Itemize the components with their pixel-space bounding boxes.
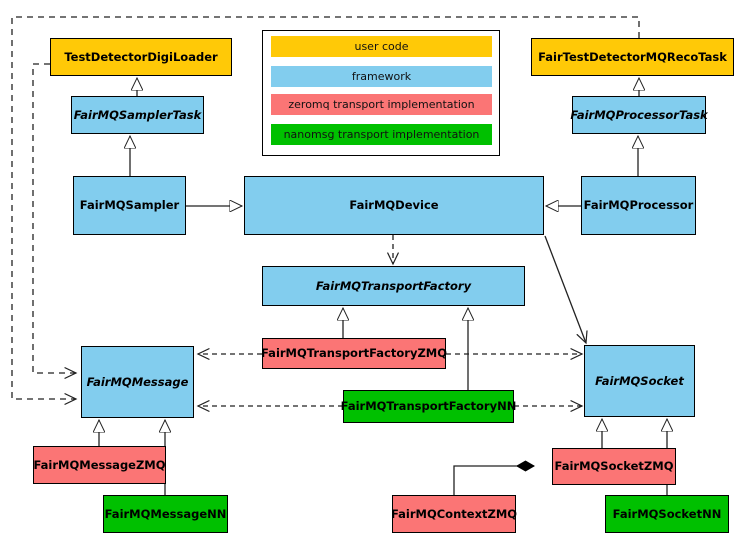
class-box-label: FairMQMessageZMQ xyxy=(33,457,166,472)
class-box-label: FairMQMessage xyxy=(86,374,189,389)
edge-device-socket xyxy=(544,235,586,343)
legend-item-zeromq: zeromq transport implementation xyxy=(271,94,492,115)
class-box-testdetectordigiloader[interactable]: TestDetectorDigiLoader xyxy=(50,38,232,76)
class-box-label: FairMQSocketNN xyxy=(612,506,722,521)
class-box-fairmqtransportfactoryzmq[interactable]: FairMQTransportFactoryZMQ xyxy=(261,338,448,369)
class-box-label: FairMQSamplerTask xyxy=(73,107,202,122)
class-box-fairmqtransportfactorynn[interactable]: FairMQTransportFactoryNN xyxy=(340,390,517,423)
legend-item-framework: framework xyxy=(271,66,492,87)
class-box-fairmqsocketnn[interactable]: FairMQSocketNN xyxy=(605,495,729,533)
class-box-label: FairMQSampler xyxy=(79,198,180,213)
class-box-fairmqtransportfactory[interactable]: FairMQTransportFactory xyxy=(262,266,525,306)
class-box-label: FairMQContextZMQ xyxy=(390,506,518,521)
edge-digiloader-message xyxy=(32,63,76,373)
class-box-fairmqmessagenn[interactable]: FairMQMessageNN xyxy=(103,495,228,533)
class-box-label: FairMQTransportFactoryZMQ xyxy=(261,346,448,361)
class-box-fairmqdevice[interactable]: FairMQDevice xyxy=(244,176,544,235)
class-box-fairmqmessage[interactable]: FairMQMessage xyxy=(81,346,194,418)
class-box-label: FairMQSocket xyxy=(595,373,684,388)
class-box-fairmqprocessor[interactable]: FairMQProcessor xyxy=(581,176,696,235)
class-box-fairmqsampler[interactable]: FairMQSampler xyxy=(73,176,186,235)
class-box-fairmqsocket[interactable]: FairMQSocket xyxy=(584,345,695,417)
class-box-label: FairMQProcessor xyxy=(583,198,694,213)
class-box-fairmqprocessortask[interactable]: FairMQProcessorTask xyxy=(570,96,708,134)
class-box-label: FairMQProcessorTask xyxy=(570,107,708,122)
class-box-label: FairMQTransportFactory xyxy=(315,278,472,293)
class-box-label: FairMQSocketZMQ xyxy=(554,459,674,474)
class-box-fairmqsocketzmq[interactable]: FairMQSocketZMQ xyxy=(552,448,676,485)
class-box-label: TestDetectorDigiLoader xyxy=(64,49,218,64)
class-box-label: FairMQMessageNN xyxy=(104,506,227,521)
legend-item-nanomsg: nanomsg transport implementation xyxy=(271,124,492,145)
edge-contextzmq-socketzmq xyxy=(453,466,534,495)
class-box-label: FairTestDetectorMQRecoTask xyxy=(538,49,727,64)
class-box-fairmqmessagezmq[interactable]: FairMQMessageZMQ xyxy=(33,446,166,484)
class-box-fairmqcontextzmq[interactable]: FairMQContextZMQ xyxy=(390,495,518,533)
class-box-label: FairMQTransportFactoryNN xyxy=(340,399,517,414)
class-box-fairtestdetectormqrecotask[interactable]: FairTestDetectorMQRecoTask xyxy=(531,38,734,76)
legend-item-user-code: user code xyxy=(271,36,492,57)
class-box-fairmqsamplertask[interactable]: FairMQSamplerTask xyxy=(71,96,204,134)
class-box-label: FairMQDevice xyxy=(349,198,439,213)
